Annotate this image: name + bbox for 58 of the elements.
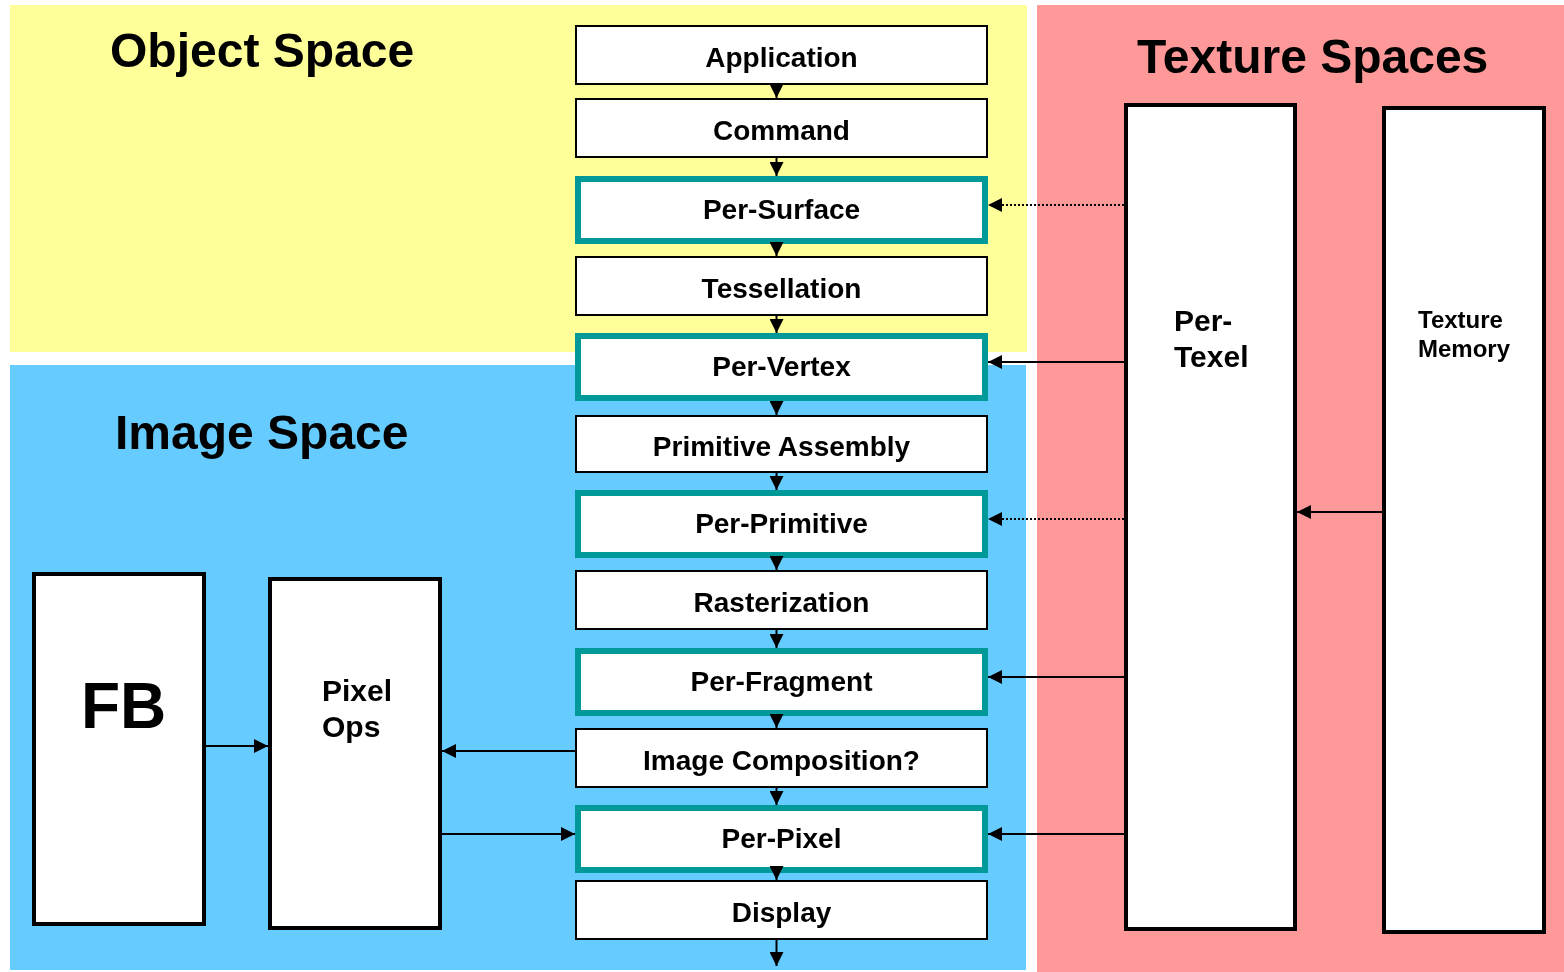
unit-box (268, 577, 442, 930)
arrow (1296, 505, 1383, 519)
unit-label: Texture Memory (1418, 306, 1512, 364)
stage-label: Primitive Assembly (652, 431, 911, 463)
stage-label: Application (705, 42, 858, 74)
arrow (987, 670, 1125, 684)
arrow (769, 315, 784, 334)
arrow (441, 744, 576, 758)
stage-label: Rasterization (693, 587, 870, 619)
arrow (769, 157, 784, 177)
arrow (769, 84, 784, 99)
arrow (769, 939, 784, 967)
stage-box (575, 25, 988, 85)
region-heading: Image Space (115, 405, 409, 460)
stage-box (575, 728, 988, 788)
stage-box (575, 415, 988, 473)
arrow (769, 400, 784, 416)
arrow (769, 472, 784, 491)
stage-label: Display (731, 897, 832, 929)
stage-label: Per-Surface (702, 194, 861, 226)
arrow (769, 714, 784, 729)
arrow (769, 556, 784, 571)
programmable-stage-box (575, 333, 988, 401)
stage-label: Image Composition? (643, 745, 920, 777)
unit-box (1382, 106, 1546, 934)
region-heading: Texture Spaces (1137, 29, 1489, 84)
dotted-arrow (987, 198, 1125, 212)
programmable-stage-box (575, 176, 988, 244)
stage-label: Command (713, 115, 850, 147)
stage-box (575, 98, 988, 158)
stage-box (575, 256, 988, 316)
stage-label: Tessellation (701, 273, 862, 305)
stage-label: Per-Primitive (695, 508, 868, 540)
region-band (10, 5, 1027, 352)
programmable-stage-box (575, 648, 988, 716)
stage-label: Per-Pixel (721, 823, 842, 855)
arrow (441, 827, 576, 841)
arrow (769, 629, 784, 649)
arrow (769, 242, 784, 257)
unit-box (32, 572, 206, 926)
unit-label: Pixel Ops (322, 673, 394, 745)
stage-label: Per-Fragment (690, 666, 873, 698)
unit-label: FB (81, 669, 168, 744)
region-heading: Object Space (110, 23, 415, 78)
programmable-stage-box (575, 490, 988, 558)
region-band (1037, 5, 1564, 972)
arrow (987, 827, 1125, 841)
stage-box (575, 570, 988, 630)
arrow (769, 787, 784, 806)
arrow (987, 355, 1125, 369)
dotted-arrow (987, 512, 1125, 526)
arrow (205, 739, 269, 753)
stage-box (575, 880, 988, 940)
stage-label: Per-Vertex (712, 351, 851, 383)
arrow (769, 866, 784, 881)
programmable-stage-box (575, 805, 988, 873)
unit-box (1124, 103, 1297, 931)
unit-label: Per- Texel (1174, 303, 1250, 375)
